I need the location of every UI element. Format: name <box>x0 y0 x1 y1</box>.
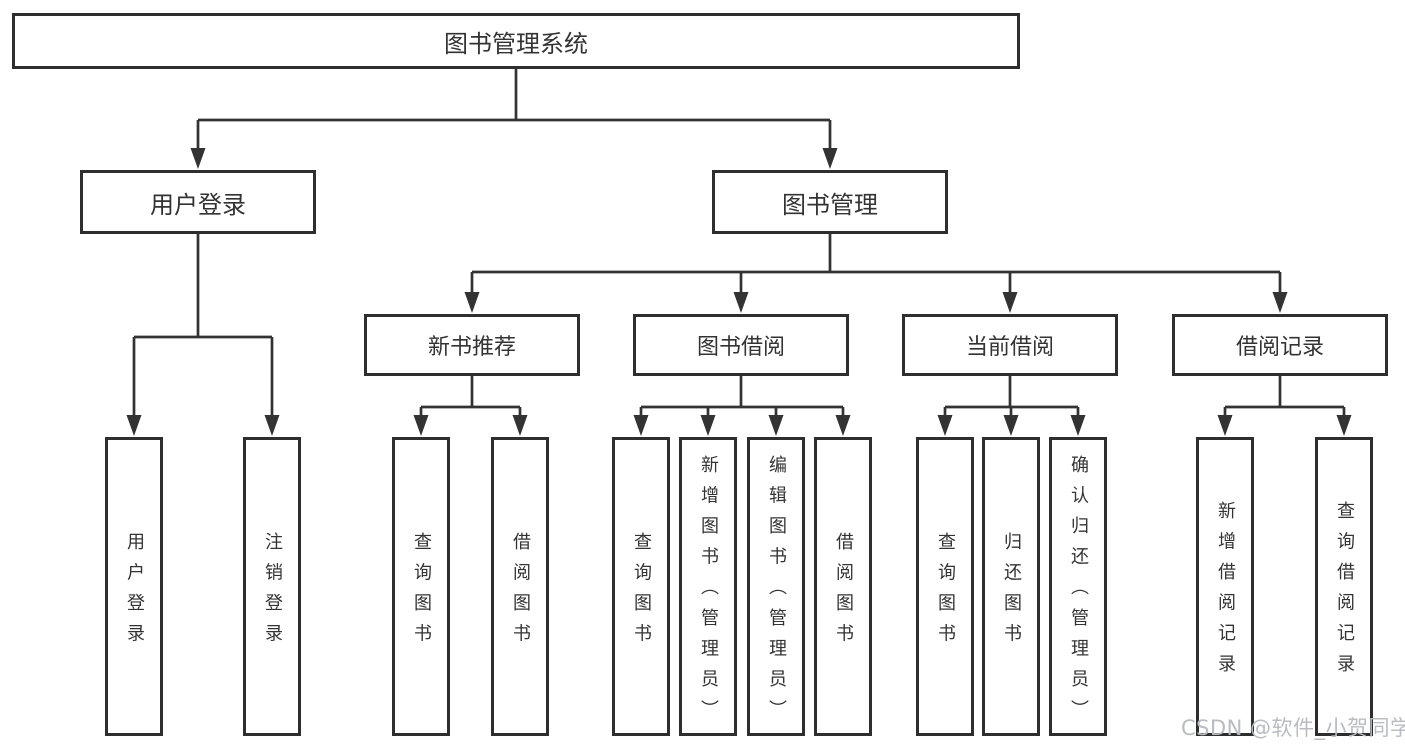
edge-new-book-rec <box>419 374 522 419</box>
node-leaf-query-book-1: 查询图书 <box>392 437 450 736</box>
node-label-leaf-query-record: 查询借阅记录 <box>1334 500 1355 685</box>
edge-user-login <box>132 232 274 419</box>
node-leaf-logout: 注销登录 <box>243 437 301 736</box>
node-label-leaf-query-book-1: 查询图书 <box>411 531 432 654</box>
node-label-leaf-borrow-book-1: 借阅图书 <box>510 531 531 654</box>
edge-book-borrow <box>639 374 845 419</box>
node-leaf-add-record: 新增借阅记录 <box>1196 437 1254 736</box>
node-label-root: 图书管理系统 <box>444 29 588 58</box>
node-book-borrow: 图书借阅 <box>633 314 849 376</box>
node-label-leaf-logout: 注销登录 <box>262 531 283 654</box>
node-leaf-confirm-return: 确认归还（管理员） <box>1049 437 1107 736</box>
node-label-leaf-add-book: 新增图书（管理员） <box>698 455 719 731</box>
node-label-leaf-edit-book: 编辑图书（管理员） <box>766 455 787 731</box>
node-leaf-borrow-book-1: 借阅图书 <box>491 437 549 736</box>
arrowhead-icon <box>264 415 280 436</box>
edge-root <box>196 67 832 152</box>
watermark: CSDN @软件_小贺同学 <box>1181 716 1405 740</box>
node-new-book-rec: 新书推荐 <box>364 314 580 376</box>
node-label-leaf-query-book-2: 查询图书 <box>631 531 652 654</box>
node-borrow-records: 借阅记录 <box>1172 314 1388 376</box>
arrowhead-icon <box>126 415 142 436</box>
arrowhead-icon <box>700 415 716 436</box>
node-label-leaf-query-book-3: 查询图书 <box>935 531 956 654</box>
arrowhead-icon <box>768 415 784 436</box>
node-label-new-book-rec: 新书推荐 <box>427 335 516 360</box>
node-leaf-borrow-book-2: 借阅图书 <box>814 437 872 736</box>
arrowhead-icon <box>1070 415 1086 436</box>
arrowhead-icon <box>937 415 953 436</box>
node-label-book-mgmt: 图书管理 <box>782 190 878 219</box>
arrowhead-icon <box>633 415 649 436</box>
node-label-leaf-confirm-return: 确认归还（管理员） <box>1068 455 1089 731</box>
node-leaf-return-book: 归还图书 <box>982 437 1040 736</box>
node-label-leaf-user-login: 用户登录 <box>124 531 145 654</box>
node-label-leaf-add-record: 新增借阅记录 <box>1215 500 1236 685</box>
node-root: 图书管理系统 <box>12 13 1020 69</box>
node-label-user-login: 用户登录 <box>150 190 246 219</box>
edge-current-borrow <box>943 374 1080 419</box>
node-leaf-edit-book: 编辑图书（管理员） <box>747 437 805 736</box>
node-leaf-query-record: 查询借阅记录 <box>1315 437 1373 736</box>
node-current-borrow: 当前借阅 <box>902 314 1118 376</box>
arrowhead-icon <box>835 415 851 436</box>
arrowhead-icon <box>413 415 429 436</box>
node-leaf-user-login: 用户登录 <box>105 437 163 736</box>
edge-book-mgmt <box>470 232 1282 296</box>
node-label-leaf-return-book: 归还图书 <box>1001 531 1022 654</box>
node-label-current-borrow: 当前借阅 <box>965 335 1054 360</box>
arrowhead-icon <box>1217 415 1233 436</box>
arrowhead-icon <box>1002 292 1018 313</box>
arrowhead-icon <box>464 292 480 313</box>
node-leaf-add-book: 新增图书（管理员） <box>679 437 737 736</box>
node-label-borrow-records: 借阅记录 <box>1235 335 1324 360</box>
node-user-login: 用户登录 <box>80 170 316 234</box>
node-leaf-query-book-2: 查询图书 <box>612 437 670 736</box>
arrowhead-icon <box>1003 415 1019 436</box>
arrowhead-icon <box>190 148 206 169</box>
arrowhead-icon <box>733 292 749 313</box>
arrowhead-icon <box>1272 292 1288 313</box>
node-leaf-query-book-3: 查询图书 <box>916 437 974 736</box>
arrowhead-icon <box>822 148 838 169</box>
node-book-mgmt: 图书管理 <box>712 170 948 234</box>
arrowhead-icon <box>1336 415 1352 436</box>
node-label-leaf-borrow-book-2: 借阅图书 <box>833 531 854 654</box>
node-label-book-borrow: 图书借阅 <box>696 335 785 360</box>
arrowhead-icon <box>512 415 528 436</box>
edge-borrow-records <box>1223 374 1346 419</box>
